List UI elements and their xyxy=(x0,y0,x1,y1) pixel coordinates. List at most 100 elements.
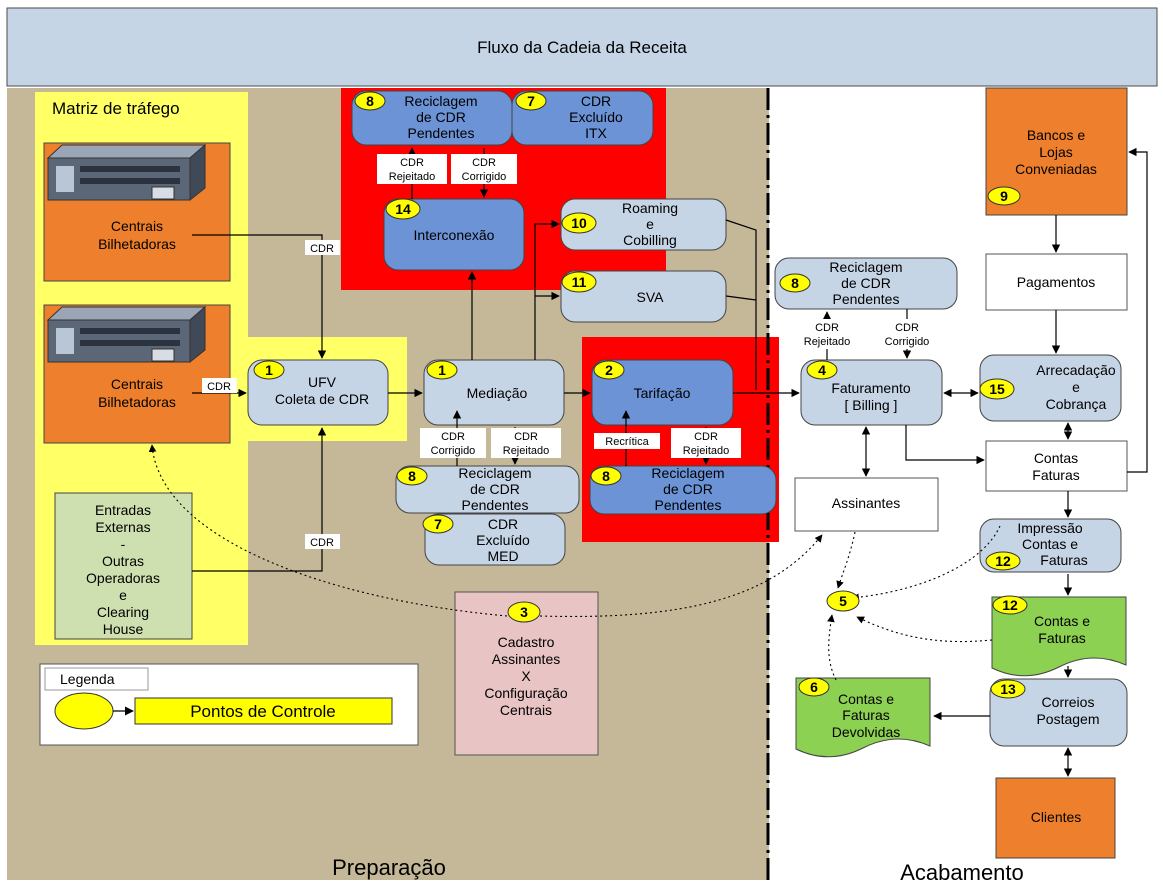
faturamento-label-2: [ Billing ] xyxy=(845,397,898,413)
legend: Legenda Pontos de Controle xyxy=(39,663,419,746)
edge-label-cdr-2: CDR xyxy=(202,378,237,393)
cadastro-label-2: Assinantes xyxy=(492,651,560,667)
svg-text:House: House xyxy=(103,621,144,637)
excl-itx-label-2: Excluído xyxy=(569,109,623,125)
recic-tar-label-1: Reciclagem xyxy=(651,465,724,481)
mediacao-label: Mediação xyxy=(467,385,528,401)
control-arrecadacao: 15 xyxy=(989,381,1005,397)
control-cadastro: 3 xyxy=(520,604,528,620)
external-entries-box: Entradas Externas - Outras Operadoras e … xyxy=(54,492,193,640)
contas-faturas-box xyxy=(985,440,1128,492)
svg-text:CDR: CDR xyxy=(694,431,718,443)
impressao-label-3: Faturas xyxy=(1040,552,1087,568)
excl-med-label-3: MED xyxy=(487,548,518,564)
control-sva: 11 xyxy=(572,274,587,290)
central-2-line-1: Centrais xyxy=(111,376,163,392)
svg-text:e: e xyxy=(119,587,127,603)
svg-text:CDR: CDR xyxy=(207,381,231,393)
recic-top-label-2: de CDR xyxy=(416,109,466,125)
svg-text:CDR: CDR xyxy=(441,431,465,443)
ufv-label-1: UFV xyxy=(308,374,337,390)
faturamento-label-1: Faturamento xyxy=(831,380,911,396)
server-rack-icon xyxy=(46,305,207,364)
sva-label: SVA xyxy=(637,289,665,305)
recic-fat-label-1: Reciclagem xyxy=(829,259,902,275)
control-impressao: 12 xyxy=(995,553,1011,569)
edge-label-rejeitado-med: CDR Rejeitado xyxy=(491,428,561,458)
edge-label-cdr-1: CDR xyxy=(305,240,340,255)
dotted-connectors xyxy=(148,444,1001,681)
recic-top-label-1: Reciclagem xyxy=(404,93,477,109)
central-1-line-1: Centrais xyxy=(111,218,163,234)
arrecadacao-label-2: e xyxy=(1072,379,1080,395)
clientes-label: Clientes xyxy=(1031,809,1082,825)
control-ufv: 1 xyxy=(265,362,273,378)
server-rack-icon xyxy=(46,143,207,202)
recic-med-label-3: Pendentes xyxy=(462,497,529,513)
svg-text:Rejeitado: Rejeitado xyxy=(804,336,850,348)
excl-med-label-1: CDR xyxy=(488,516,518,532)
devolvidas-label-1: Contas e xyxy=(838,691,894,707)
control-bancos: 9 xyxy=(1000,188,1008,204)
recic-fat-box xyxy=(774,257,958,310)
arrecadacao-label-3: Cobrança xyxy=(1046,396,1107,412)
devolvidas-document xyxy=(795,677,931,758)
svg-text:CDR: CDR xyxy=(472,157,496,169)
bancos-label-3: Conveniadas xyxy=(1015,161,1097,177)
clientes-box xyxy=(995,777,1116,859)
roaming-box xyxy=(560,198,727,251)
svg-text:Corrigido: Corrigido xyxy=(885,336,930,348)
title-bar xyxy=(6,7,1158,87)
cadastro-label-4: Configuração xyxy=(484,685,567,701)
correios-box xyxy=(989,678,1128,747)
recic-tar-label-2: de CDR xyxy=(663,481,713,497)
svg-text:CDR: CDR xyxy=(310,537,334,549)
central-bilhetadoras-1: Centrais Bilhetadoras xyxy=(43,142,231,282)
control-correios: 13 xyxy=(1000,681,1016,697)
edge-label-corrigido-fat: CDR Corrigido xyxy=(874,319,940,349)
control-recic-tar: 8 xyxy=(602,468,610,484)
arrecadacao-label-1: Arrecadação xyxy=(1036,362,1116,378)
control-points: 1 1 2 4 14 10 11 8 7 8 7 8 8 3 9 15 12 5 xyxy=(253,91,1028,699)
control-faturamento: 4 xyxy=(818,362,826,378)
assinantes-box xyxy=(794,477,939,532)
control-contas-doc: 12 xyxy=(1002,597,1018,613)
faturamento-box xyxy=(800,359,943,426)
roaming-label-2: e xyxy=(646,216,654,232)
control-excl-med: 7 xyxy=(434,516,442,532)
control-recic-fat: 8 xyxy=(791,275,799,291)
excl-itx-box xyxy=(511,90,654,146)
svg-text:CDR: CDR xyxy=(400,157,424,169)
edge-label-recritica: Recrítica xyxy=(594,433,660,449)
control-recic-med: 8 xyxy=(408,468,416,484)
roaming-label-1: Roaming xyxy=(622,200,678,216)
contas-doc-label-1: Contas e xyxy=(1034,613,1090,629)
contas-faturas-label-2: Faturas xyxy=(1032,467,1079,483)
edge-label-cdr-3: CDR xyxy=(305,534,340,549)
svg-text:Externas: Externas xyxy=(95,519,150,535)
recic-tar-box xyxy=(589,465,777,515)
central-2-line-2: Bilhetadoras xyxy=(98,394,176,410)
cadastro-label-1: Cadastro xyxy=(498,634,555,650)
recic-tar-label-3: Pendentes xyxy=(655,497,722,513)
contas-faturas-label-1: Contas xyxy=(1034,450,1078,466)
excl-itx-label-3: ITX xyxy=(585,125,607,141)
bancos-label-1: Bancos e xyxy=(1027,127,1086,143)
control-tarifacao: 2 xyxy=(605,362,613,378)
recic-top-label-3: Pendentes xyxy=(408,125,475,141)
central-bilhetadoras-2: Centrais Bilhetadoras xyxy=(43,304,231,444)
svg-text:CDR: CDR xyxy=(895,322,919,334)
interconexao-label: Interconexão xyxy=(414,227,495,243)
impressao-label-2: Contas e xyxy=(1022,536,1078,552)
correios-label-2: Postagem xyxy=(1036,711,1099,727)
control-devolvidas: 6 xyxy=(810,679,818,695)
recic-med-label-2: de CDR xyxy=(470,481,520,497)
pagamentos-label: Pagamentos xyxy=(1017,274,1096,290)
impressao-label-1: Impressão xyxy=(1017,520,1083,536)
recic-med-box xyxy=(395,465,580,514)
assinantes-label: Assinantes xyxy=(832,495,900,511)
edge-label-rejeitado-fat: CDR Rejeitado xyxy=(792,319,862,349)
devolvidas-label-2: Faturas xyxy=(842,707,889,723)
control-mediacao: 1 xyxy=(438,362,446,378)
